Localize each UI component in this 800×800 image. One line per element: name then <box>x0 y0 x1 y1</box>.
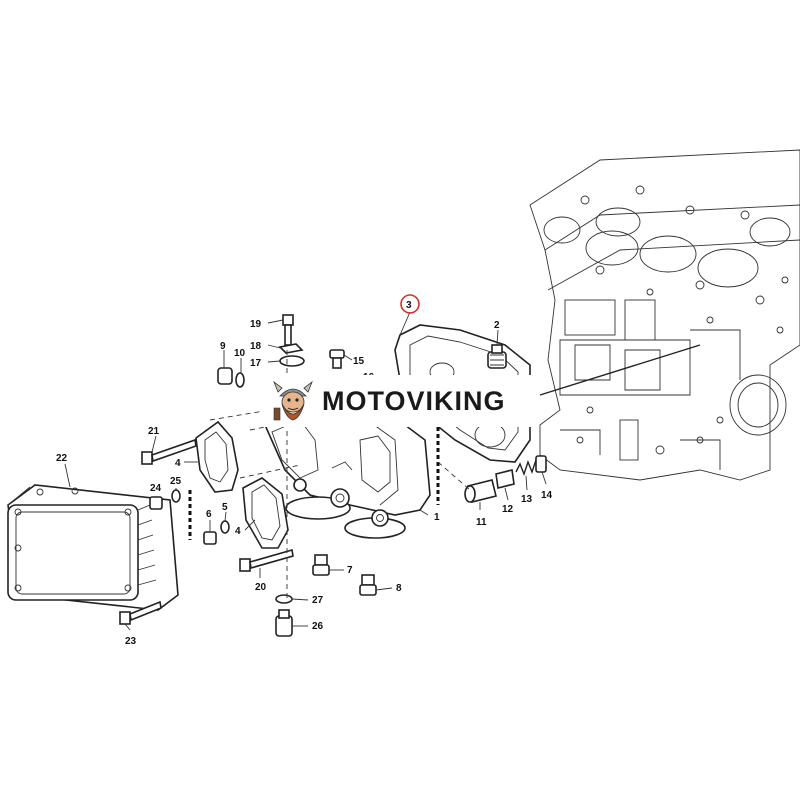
brand-watermark: MOTOVIKING <box>262 375 534 427</box>
plug-26 <box>275 609 293 637</box>
callout-3: 3 <box>406 300 412 311</box>
leader-lines <box>64 311 547 631</box>
viking-mascot-icon <box>273 380 313 421</box>
plug-6 <box>203 531 217 545</box>
callout-14: 14 <box>541 490 553 501</box>
bolt-19 <box>282 314 294 346</box>
gasket-lower <box>242 477 289 549</box>
plug-24 <box>149 496 163 510</box>
callout-26: 26 <box>312 621 324 632</box>
callout-8: 8 <box>396 583 402 594</box>
oil-cooler <box>7 484 179 611</box>
valve-11 <box>464 479 497 503</box>
callout-2: 2 <box>494 320 500 331</box>
washer-10 <box>235 372 245 388</box>
callout-17: 17 <box>250 358 262 369</box>
callout-9: 9 <box>220 341 226 352</box>
nipple-8 <box>359 574 377 596</box>
callout-20: 20 <box>255 582 267 593</box>
nipple-7 <box>312 554 330 576</box>
highlight-circle-3 <box>400 294 420 314</box>
plug-9 <box>217 367 233 385</box>
washer-5 <box>220 520 230 534</box>
callout-24: 24 <box>150 483 162 494</box>
callout-6: 6 <box>206 509 212 520</box>
washer-25 <box>171 489 181 503</box>
callout-4-upper: 4 <box>175 458 181 469</box>
callout-25: 25 <box>170 476 182 487</box>
callout-18: 18 <box>250 341 262 352</box>
callout-7: 7 <box>347 565 353 576</box>
callout-22: 22 <box>56 453 68 464</box>
plug-15 <box>329 349 345 369</box>
callout-13: 13 <box>521 494 533 505</box>
callout-11: 11 <box>476 517 487 528</box>
callout-15: 15 <box>353 356 365 367</box>
washer-27 <box>275 594 293 604</box>
oil-filter-housing <box>263 409 431 539</box>
callout-1: 1 <box>434 512 440 523</box>
callout-23: 23 <box>125 636 137 647</box>
callout-21: 21 <box>148 426 160 437</box>
bolt-21 <box>141 438 197 465</box>
spring-13 <box>515 459 537 477</box>
callout-12: 12 <box>502 504 514 515</box>
engine-block <box>529 149 800 481</box>
callout-5: 5 <box>222 502 228 513</box>
cap-14 <box>535 455 547 473</box>
clip-18 <box>278 343 304 354</box>
o-ring-17 <box>279 355 305 367</box>
callout-27: 27 <box>312 595 324 606</box>
bolt-20 <box>239 548 294 572</box>
callout-19: 19 <box>250 319 262 330</box>
gasket-upper <box>195 420 239 493</box>
piston-12 <box>495 469 515 489</box>
brand-name: MOTOVIKING <box>322 385 506 416</box>
callout-4-lower: 4 <box>235 526 241 537</box>
plug-2 <box>487 344 507 369</box>
callout-10: 10 <box>234 348 246 359</box>
